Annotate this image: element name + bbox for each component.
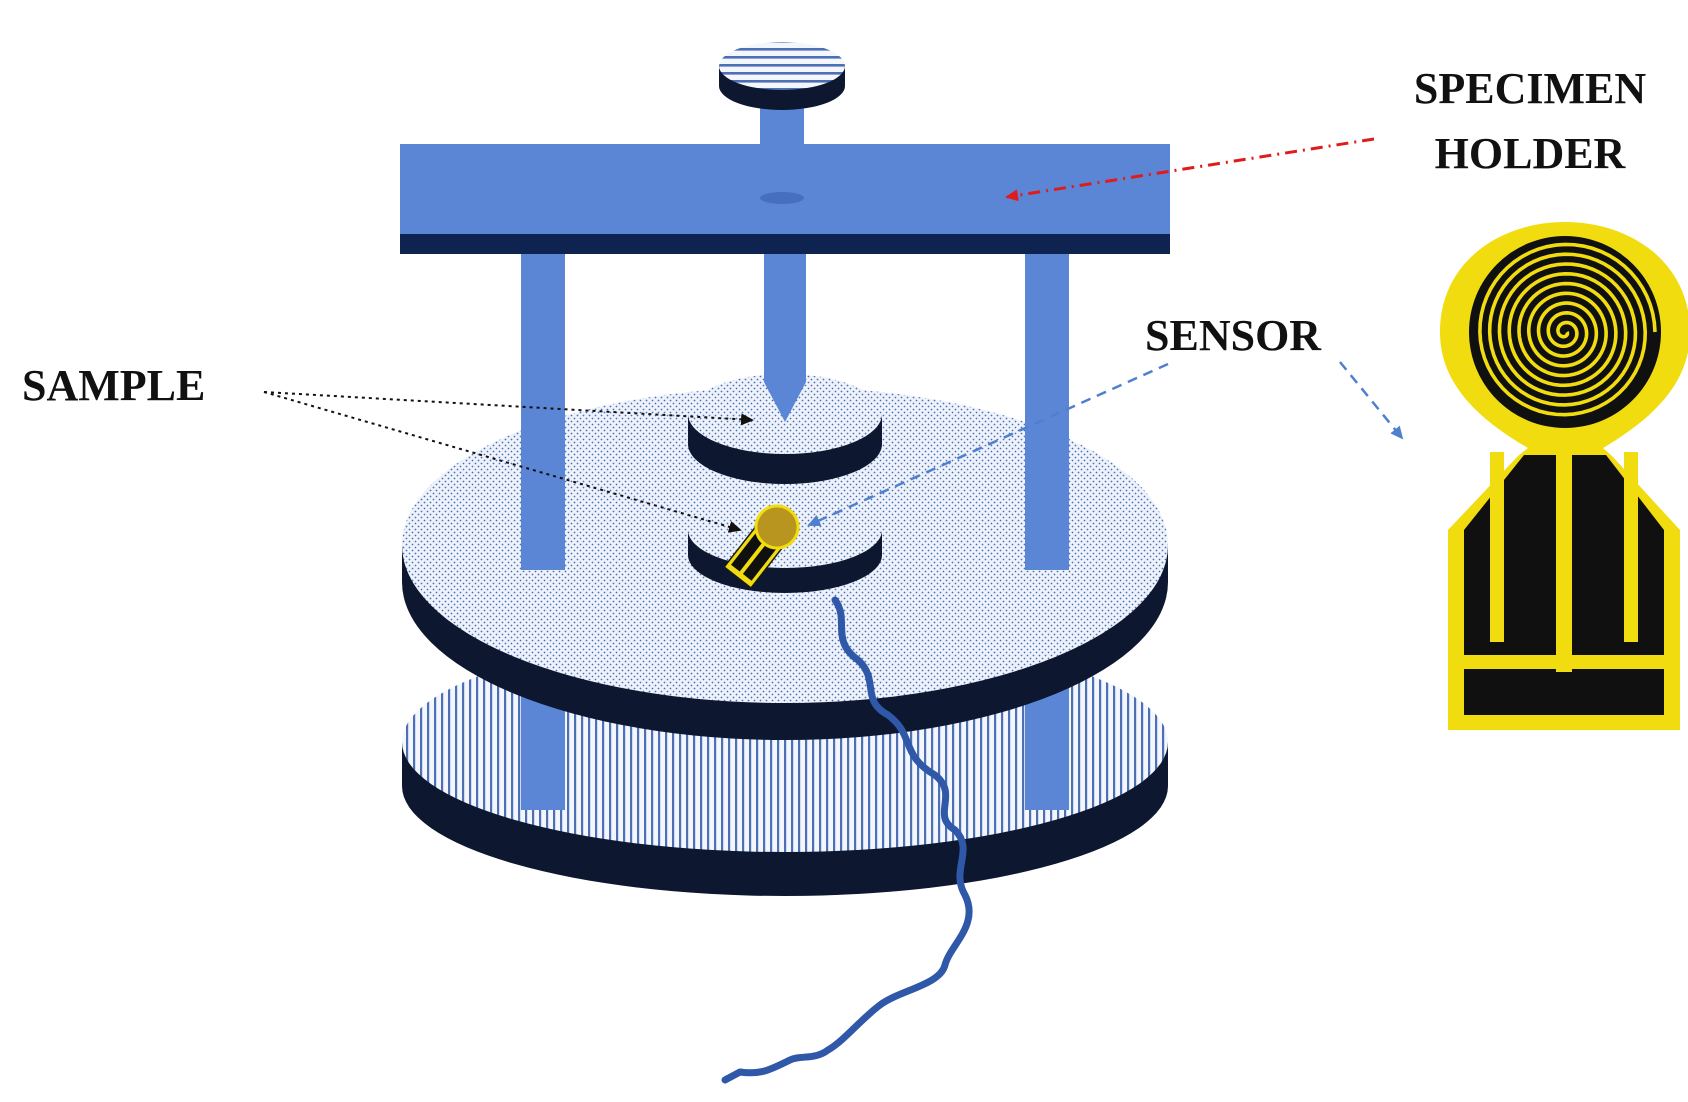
frame-legs bbox=[521, 240, 1069, 570]
label-holder: HOLDER bbox=[1435, 129, 1627, 178]
arrow-specimen-holder bbox=[1005, 137, 1375, 202]
label-sensor: SENSOR bbox=[1145, 311, 1322, 360]
label-specimen: SPECIMEN bbox=[1414, 64, 1646, 113]
arrow-sample-upper bbox=[263, 391, 754, 426]
sensor-small bbox=[723, 504, 800, 589]
arrow-sensor-detail bbox=[1339, 361, 1404, 440]
arrow-sensor-sample bbox=[807, 362, 1169, 527]
sensor-detail bbox=[1440, 222, 1688, 730]
sensor-cable bbox=[721, 596, 973, 1084]
arrows bbox=[263, 137, 1404, 533]
screw-knob bbox=[719, 42, 845, 110]
upper-sample bbox=[688, 374, 882, 484]
screw-shaft bbox=[760, 100, 804, 204]
label-sample: SAMPLE bbox=[22, 361, 205, 410]
plunger-rod bbox=[764, 240, 806, 422]
arrow-sample-lower bbox=[263, 391, 742, 533]
